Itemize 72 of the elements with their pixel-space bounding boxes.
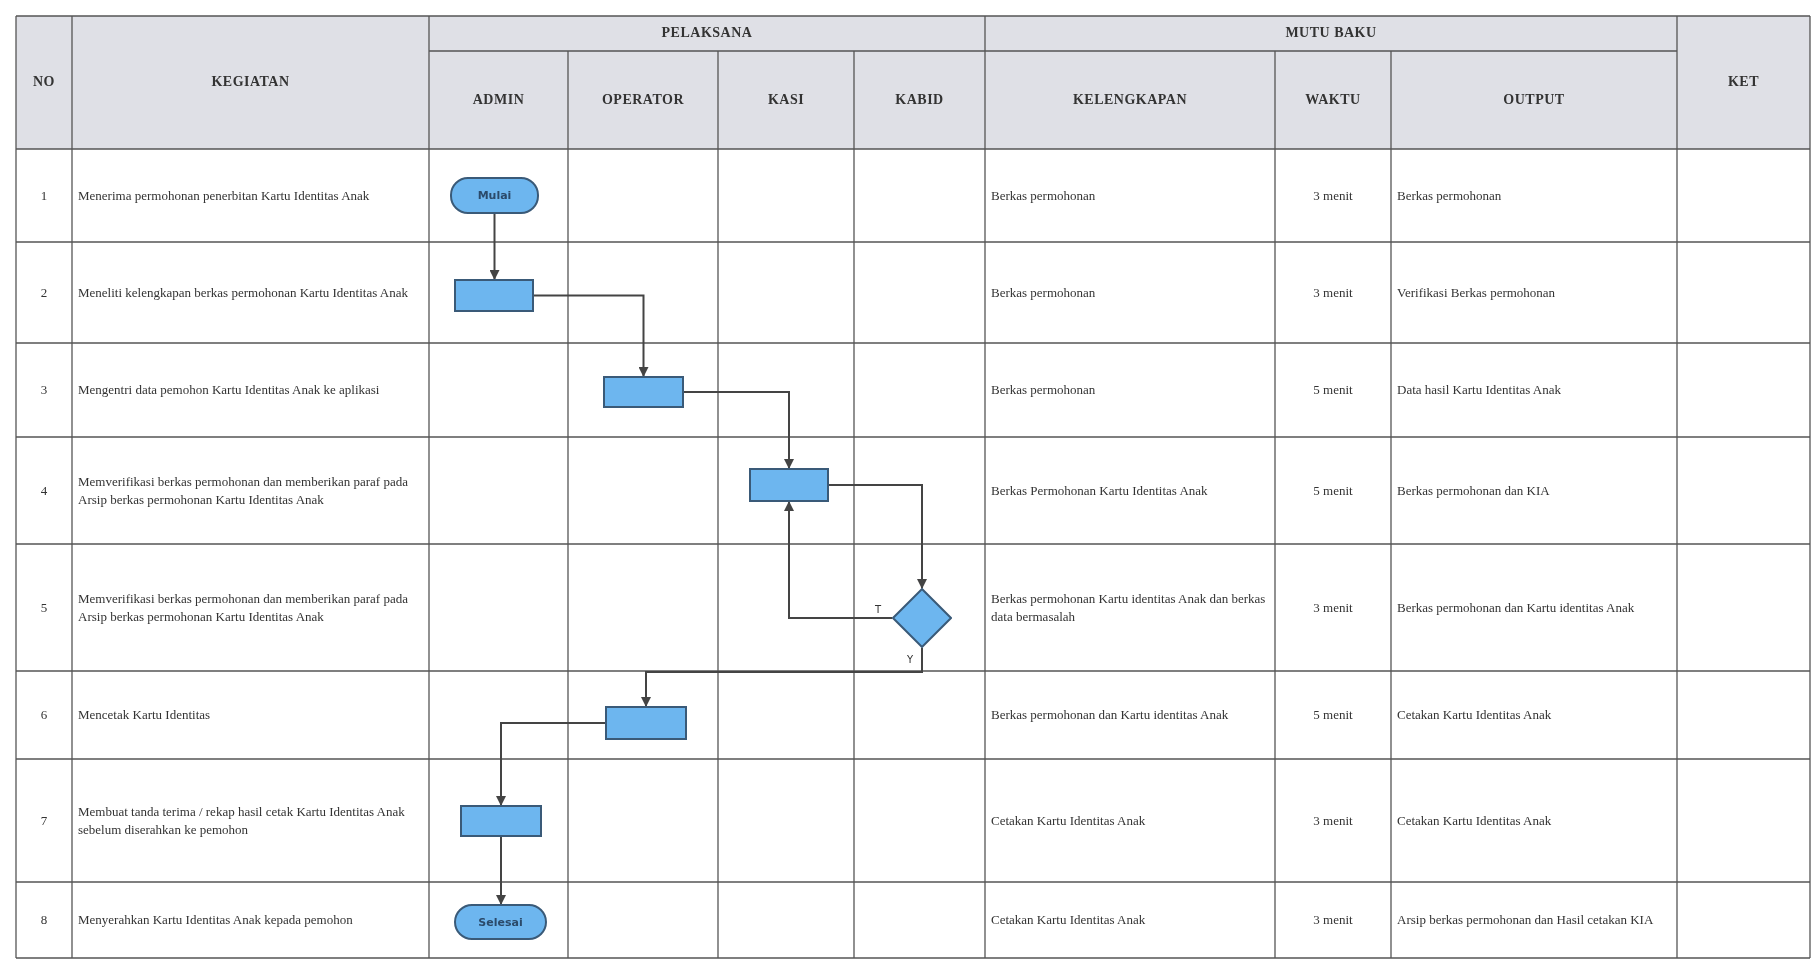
table-text: Mencetak Kartu Identitas: [78, 706, 211, 724]
row-number: 1: [40, 186, 48, 205]
table-text: 3 menit: [1313, 598, 1353, 617]
table-text: Cetakan Kartu Identitas Anak: [1397, 811, 1552, 830]
table-text: Berkas Permohonan Kartu Identitas Anak: [991, 481, 1208, 500]
table-text: Berkas permohonan dan Kartu identitas Anak: [991, 706, 1229, 724]
column-header: KABID: [895, 90, 944, 109]
table-text: 3 menit: [1313, 186, 1353, 205]
table-text: Data hasil Kartu Identitas Anak: [1397, 381, 1561, 399]
table-text: Mengentri data pemohon Kartu Identitas Anak ke aplikasi: [78, 381, 380, 399]
table-text: 3 menit: [1313, 811, 1353, 830]
column-header: KEGIATAN: [211, 73, 290, 92]
column-header: OUTPUT: [1503, 90, 1565, 109]
row-number: 7: [40, 811, 48, 830]
table-text: Arsip berkas permohonan dan Hasil cetakan KIA: [1397, 911, 1654, 929]
table-text: Memverifikasi berkas permohonan dan memberikan paraf pada Arsip berkas permohonan Kartu Identitas Anak: [78, 472, 409, 509]
process-box: [605, 706, 687, 740]
column-header: ADMIN: [472, 90, 525, 109]
terminator-node: [454, 904, 547, 940]
arrow: [683, 391, 794, 469]
table-text: 5 menit: [1313, 706, 1353, 724]
table-text: 5 menit: [1313, 381, 1353, 399]
row-number: 6: [40, 706, 48, 724]
table-text: Menerima permohonan penerbitan Kartu Identitas Anak: [78, 186, 370, 205]
column-header: PELAKSANA: [661, 24, 753, 43]
process-box: [460, 805, 542, 837]
column-header: WAKTU: [1305, 90, 1361, 109]
column-header: KET: [1727, 73, 1760, 92]
column-header: MUTU BAKU: [1285, 24, 1377, 43]
table-text: 5 menit: [1313, 481, 1353, 500]
table-text: 3 menit: [1313, 911, 1353, 929]
arrow: [533, 294, 649, 377]
column-header: NO: [33, 73, 55, 92]
table-text: Menyerahkan Kartu Identitas Anak kepada pemohon: [78, 911, 353, 929]
arrow: [784, 501, 893, 619]
process-box: [454, 279, 534, 312]
decision-diamond: [892, 588, 952, 648]
row-number: 4: [40, 481, 48, 500]
table-text: Berkas permohonan dan Kartu identitas Anak: [1397, 598, 1635, 617]
column-header: OPERATOR: [601, 90, 684, 109]
table-text: Verifikasi Berkas permohonan: [1397, 283, 1556, 302]
table-text: Berkas permohonan dan KIA: [1397, 481, 1550, 500]
node-label: Mulai: [477, 189, 512, 202]
row-number: 5: [40, 598, 48, 617]
node-label: Selesai: [478, 915, 523, 929]
process-box: [603, 376, 684, 408]
table-text: Cetakan Kartu Identitas Anak: [991, 811, 1146, 830]
table-text: Memverifikasi berkas permohonan dan memberikan paraf pada Arsip berkas permohonan Kartu Identitas Anak: [78, 589, 409, 626]
table-text: 3 menit: [1313, 283, 1353, 302]
arrow: [496, 836, 506, 905]
table-text: Berkas permohonan: [1397, 186, 1502, 205]
table-text: Membuat tanda terima / rekap hasil cetak Kartu Identitas Anak sebelum diserahkan ke pemohon: [78, 802, 406, 839]
arrow: [489, 213, 500, 280]
arrow: [641, 647, 923, 707]
table-text: Berkas permohonan Kartu identitas Anak dan berkas data bermasalah: [991, 589, 1267, 626]
table-text: Cetakan Kartu Identitas Anak: [1397, 706, 1552, 724]
process-box: [749, 468, 829, 502]
row-number: 8: [40, 911, 48, 929]
terminator-node: [450, 177, 539, 214]
column-header: KELENGKAPAN: [1072, 90, 1188, 109]
arrow: [496, 722, 606, 806]
table-text: Berkas permohonan: [991, 186, 1096, 205]
column-header: KASI: [767, 90, 805, 109]
edge-label: Y: [906, 654, 915, 666]
arrow: [828, 484, 927, 589]
row-number: 3: [40, 381, 48, 399]
table-text: Meneliti kelengkapan berkas permohonan Kartu Identitas Anak: [78, 283, 408, 302]
table-text: Cetakan Kartu Identitas Anak: [991, 911, 1146, 929]
edge-label: T: [874, 604, 883, 616]
table-text: Berkas permohonan: [991, 381, 1096, 399]
table-text: Berkas permohonan: [991, 283, 1096, 302]
row-number: 2: [40, 283, 48, 302]
